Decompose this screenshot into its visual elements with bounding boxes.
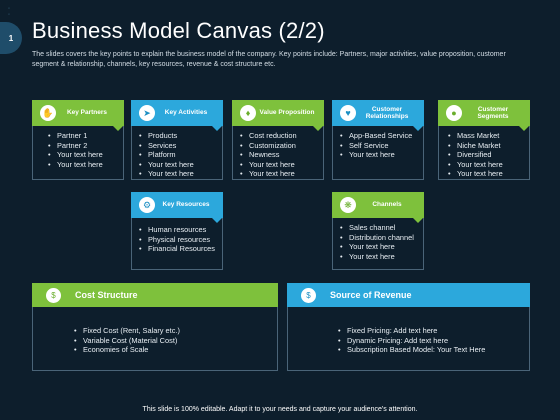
cost-structure-list[interactable]: Fixed Cost (Rent, Salary etc.)Variable C… bbox=[74, 326, 274, 355]
customer-segments-title: Customer Segments bbox=[477, 105, 509, 121]
list-item: Dynamic Pricing: Add text here bbox=[338, 336, 528, 346]
list-item: Physical resources bbox=[139, 235, 221, 245]
money-icon: $ bbox=[46, 287, 61, 303]
list-item: Fixed Pricing: Add text here bbox=[338, 326, 528, 336]
list-item: Self Service bbox=[340, 141, 422, 151]
slide-footer: This slide is 100% editable. Adapt it to… bbox=[142, 406, 418, 413]
list-item: Mass Market bbox=[448, 131, 528, 141]
users-icon: ● bbox=[446, 105, 462, 121]
source-of-revenue-list[interactable]: Fixed Pricing: Add text hereDynamic Pric… bbox=[338, 326, 528, 355]
list-item: Niche Market bbox=[448, 141, 528, 151]
list-item: Sales channel bbox=[340, 223, 424, 233]
customer-segments-list[interactable]: Mass MarketNiche MarketDiversifiedYour t… bbox=[448, 131, 528, 179]
key-resources-header[interactable]: ⚙ Key Resources bbox=[131, 192, 223, 218]
list-item: Your text here bbox=[139, 160, 221, 170]
list-item: Newness bbox=[240, 150, 322, 160]
list-item: Your text here bbox=[240, 169, 322, 179]
list-item: Your text here bbox=[448, 160, 528, 170]
customer-relationships-title: Customer Relationships bbox=[365, 105, 409, 121]
people-gear-icon: ⚙ bbox=[139, 197, 155, 213]
list-item: Services bbox=[139, 141, 221, 151]
channels-title: Channels bbox=[372, 201, 402, 209]
key-resources-title: Key Resources bbox=[162, 201, 210, 209]
cost-structure-title: Cost Structure bbox=[75, 290, 138, 300]
list-item: Distribution channel bbox=[340, 233, 424, 243]
channels-notch bbox=[413, 218, 423, 223]
list-item: Your text here bbox=[448, 169, 528, 179]
list-item: Economies of Scale bbox=[74, 345, 274, 355]
list-item: Your text here bbox=[340, 252, 424, 262]
customer-segments-header[interactable]: ● Customer Segments bbox=[438, 100, 530, 126]
list-item: Your text here bbox=[340, 150, 422, 160]
list-item: Your text here bbox=[48, 150, 122, 160]
customer-relationships-header[interactable]: ♥ Customer Relationships bbox=[332, 100, 424, 126]
list-item: Diversified bbox=[448, 150, 528, 160]
list-item: Partner 2 bbox=[48, 141, 122, 151]
value-proposition-notch bbox=[313, 126, 323, 131]
list-item: Fixed Cost (Rent, Salary etc.) bbox=[74, 326, 274, 336]
list-item: Subscription Based Model: Your Text Here bbox=[338, 345, 528, 355]
list-item: Your text here bbox=[48, 160, 122, 170]
network-icon: ❋ bbox=[340, 197, 356, 213]
customer-relationships-list[interactable]: App-Based ServiceSelf ServiceYour text h… bbox=[340, 131, 422, 160]
key-partners-notch bbox=[113, 126, 123, 131]
list-item: App-Based Service bbox=[340, 131, 422, 141]
slide-title[interactable]: Business Model Canvas (2/2) bbox=[32, 18, 325, 43]
cost-structure-header[interactable]: $ Cost Structure bbox=[32, 283, 278, 307]
list-item: Partner 1 bbox=[48, 131, 122, 141]
channels-list[interactable]: Sales channelDistribution channelYour te… bbox=[340, 223, 424, 261]
key-activities-title: Key Activities bbox=[164, 109, 208, 117]
list-item: Financial Resources bbox=[139, 244, 221, 254]
key-partners-title: Key Partners bbox=[66, 109, 108, 117]
gift-icon: ♦ bbox=[240, 105, 256, 121]
key-partners-list[interactable]: Partner 1Partner 2Your text hereYour tex… bbox=[48, 131, 122, 169]
rocket-icon: ➤ bbox=[139, 105, 155, 121]
cash-icon: $ bbox=[301, 287, 316, 303]
list-item: Products bbox=[139, 131, 221, 141]
key-resources-list[interactable]: Human resourcesPhysical resourcesFinanci… bbox=[139, 225, 221, 254]
key-activities-list[interactable]: ProductsServicesPlatformYour text hereYo… bbox=[139, 131, 221, 179]
decorative-dots: ◦◦ bbox=[8, 6, 11, 18]
list-item: Cost reduction bbox=[240, 131, 322, 141]
list-item: Human resources bbox=[139, 225, 221, 235]
key-activities-header[interactable]: ➤ Key Activities bbox=[131, 100, 223, 126]
source-of-revenue-header[interactable]: $ Source of Revenue bbox=[287, 283, 530, 307]
list-item: Your text here bbox=[139, 169, 221, 179]
key-partners-header[interactable]: ✋ Key Partners bbox=[32, 100, 124, 126]
customer-relationships-notch bbox=[413, 126, 423, 131]
key-activities-notch bbox=[212, 126, 222, 131]
handshake-icon: ✋ bbox=[40, 105, 56, 121]
key-resources-notch bbox=[212, 218, 222, 223]
value-proposition-header[interactable]: ♦ Value Proposition bbox=[232, 100, 324, 126]
list-item: Variable Cost (Material Cost) bbox=[74, 336, 274, 346]
list-item: Your text here bbox=[340, 242, 424, 252]
heart-people-icon: ♥ bbox=[340, 105, 356, 121]
slide-description[interactable]: The slides covers the key points to expl… bbox=[32, 51, 506, 68]
source-of-revenue-title: Source of Revenue bbox=[330, 290, 412, 300]
value-proposition-list[interactable]: Cost reductionCustomizationNewnessYour t… bbox=[240, 131, 322, 179]
customer-segments-notch bbox=[519, 126, 529, 131]
list-item: Customization bbox=[240, 141, 322, 151]
slide-number: 1 bbox=[0, 22, 22, 54]
value-proposition-title: Value Proposition bbox=[259, 109, 315, 117]
list-item: Platform bbox=[139, 150, 221, 160]
channels-header[interactable]: ❋ Channels bbox=[332, 192, 424, 218]
list-item: Your text here bbox=[240, 160, 322, 170]
